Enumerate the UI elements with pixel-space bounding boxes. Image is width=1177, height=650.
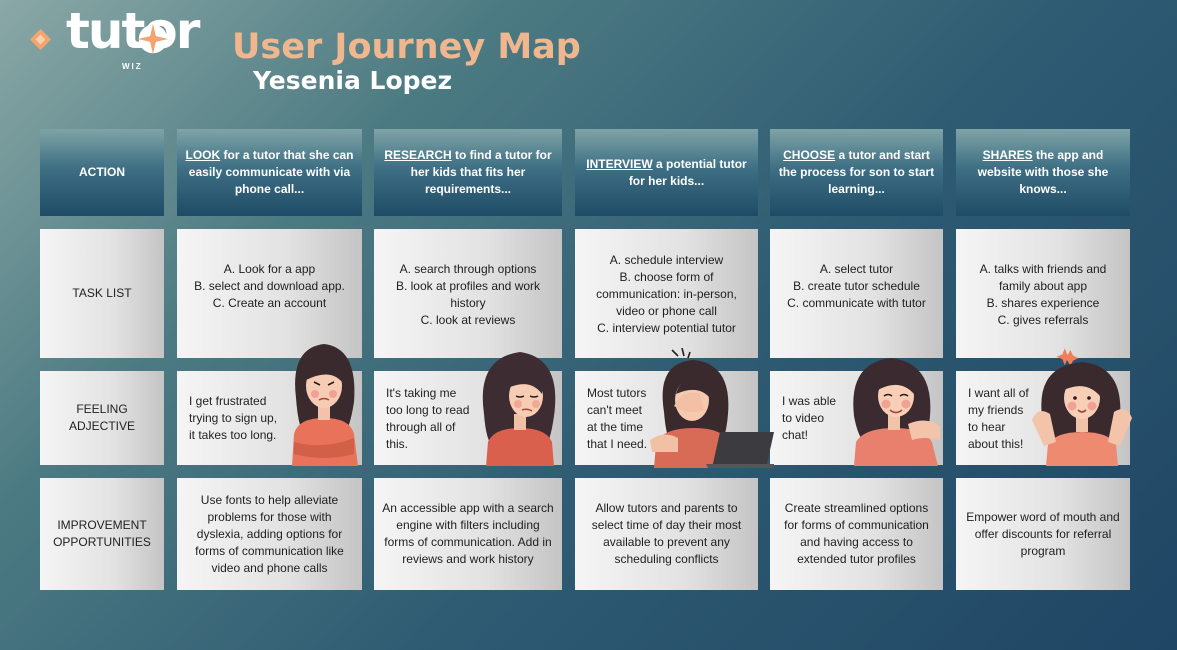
task-cell-interview: A. schedule interview B. choose form of … [575, 229, 758, 358]
action-text: for a tutor that she can easily communic… [188, 148, 354, 196]
task-item: A. schedule interview [609, 253, 724, 267]
improvement-text: Empower word of mouth and offer discount… [966, 509, 1120, 558]
task-item: C. communicate with tutor [787, 296, 926, 310]
task-item: A. talks with friends and family about a… [979, 262, 1107, 293]
task-cell-choose: A. select tutor B. create tutor schedule… [770, 229, 943, 358]
feeling-line: through all of [386, 420, 456, 434]
logo-wordmark: tutor [66, 2, 200, 60]
improvement-cell-choose: Create streamlined options for forms of … [770, 478, 943, 590]
row-label-feeling: FEELING ADJECTIVE [40, 371, 164, 465]
row-label-action-text: ACTION [79, 165, 125, 179]
task-cell-shares: A. talks with friends and family about a… [956, 229, 1130, 358]
action-text: the app and website with those she knows… [977, 148, 1109, 196]
feeling-line: that I need. [587, 437, 648, 451]
improvement-text: Allow tutors and parents to select time … [591, 501, 742, 566]
row-label-task-text: TASK LIST [72, 286, 132, 300]
task-item: C. interview potential tutor [597, 321, 736, 335]
feeling-line: at the time [587, 420, 644, 434]
task-item: A. select tutor [819, 262, 894, 276]
logo-subtext: WIZ [122, 62, 143, 71]
feeling-line: about this! [968, 437, 1024, 451]
feeling-line: this. [386, 437, 409, 451]
improvement-cell-interview: Allow tutors and parents to select time … [575, 478, 758, 590]
feeling-line: too long to read [386, 403, 470, 417]
persona-name: Yesenia Lopez [253, 66, 453, 95]
feeling-line: my friends [968, 403, 1024, 417]
feeling-line: It's taking me [386, 386, 457, 400]
task-item: C. gives referrals [997, 313, 1089, 327]
logo-star-icon [137, 23, 169, 55]
task-item: B. select and download app. [194, 279, 345, 293]
feeling-line: Most tutors [587, 386, 647, 400]
improvement-cell-look: Use fonts to help alleviate problems for… [177, 478, 362, 590]
improvement-text: Use fonts to help alleviate problems for… [195, 492, 344, 575]
feeling-line: to video [782, 411, 825, 425]
action-keyword: SHARES [982, 148, 1033, 162]
task-item: B. create tutor schedule [793, 279, 920, 293]
stressed-woman-laptop-icon [650, 348, 774, 468]
action-cell-research: RESEARCH to find a tutor for her kids th… [374, 129, 562, 216]
task-item: B. look at profiles and work history [395, 279, 541, 310]
task-item: C. Create an account [212, 296, 327, 310]
action-keyword: CHOOSE [783, 148, 836, 162]
action-keyword: LOOK [185, 148, 221, 162]
feeling-line: it takes too long. [189, 428, 277, 442]
happy-woman-icon [853, 358, 940, 466]
row-label-feeling-line: FEELING [76, 402, 128, 416]
improvement-cell-shares: Empower word of mouth and offer discount… [956, 478, 1130, 590]
feeling-line: chat! [782, 428, 809, 442]
page-title: User Journey Map [232, 27, 581, 67]
action-cell-interview: INTERVIEW a potential tutor for her kids… [575, 129, 758, 216]
row-label-feeling-line: ADJECTIVE [68, 419, 135, 433]
frustrated-woman-icon [292, 344, 358, 466]
row-label-improvement: IMPROVEMENT OPPORTUNITIES [40, 478, 164, 590]
action-keyword: INTERVIEW [586, 156, 653, 171]
tired-woman-icon [482, 352, 556, 466]
excited-woman-icon [1032, 348, 1132, 466]
task-item: A. Look for a app [223, 262, 316, 276]
row-label-improvement-line: OPPORTUNITIES [53, 535, 151, 549]
action-text: a tutor and start the process for son to… [778, 148, 935, 196]
action-text: a potential tutor for her kids... [628, 156, 747, 188]
action-cell-choose: CHOOSE a tutor and start the process for… [770, 129, 943, 216]
task-cell-research: A. search through options B. look at pro… [374, 229, 562, 358]
feeling-line: can't meet [587, 403, 642, 417]
action-cell-shares: SHARES the app and website with those sh… [956, 129, 1130, 216]
logo-diamond-icon [29, 28, 52, 51]
action-text: to find a tutor for her kids that fits h… [410, 148, 552, 196]
feeling-line: I want all of [968, 386, 1029, 400]
feeling-line: I was able [782, 394, 837, 408]
improvement-text: An accessible app with a search engine w… [382, 501, 554, 566]
feeling-line: to hear [968, 420, 1006, 434]
improvement-text: Create streamlined options for forms of … [784, 501, 929, 566]
task-cell-look: A. Look for a app B. select and download… [177, 229, 362, 358]
task-item: B. shares experience [986, 296, 1100, 310]
feeling-line: I get frustrated [189, 394, 267, 408]
action-cell-look: LOOK for a tutor that she can easily com… [177, 129, 362, 216]
task-item: A. search through options [399, 262, 537, 276]
task-item: C. look at reviews [420, 313, 516, 327]
row-label-task: TASK LIST [40, 229, 164, 358]
improvement-cell-research: An accessible app with a search engine w… [374, 478, 562, 590]
feeling-line: trying to sign up, [189, 411, 278, 425]
row-label-action: ACTION [40, 129, 164, 216]
action-keyword: RESEARCH [384, 148, 452, 162]
row-label-improvement-line: IMPROVEMENT [57, 518, 147, 532]
task-item: B. choose form of communication: in-pers… [596, 270, 737, 318]
